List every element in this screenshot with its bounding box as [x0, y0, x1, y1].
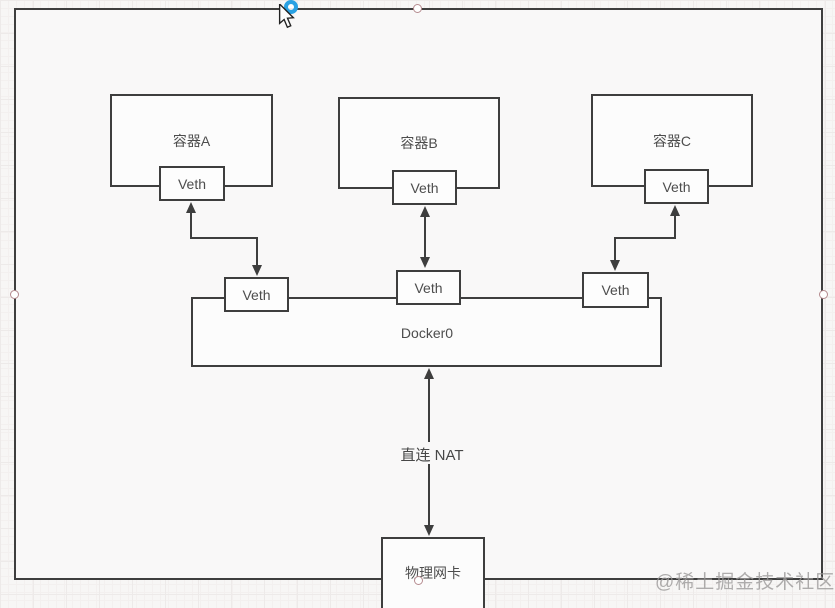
docker0-label: Docker0	[400, 325, 454, 341]
veth-upper-c-label: Veth	[662, 178, 691, 195]
physical-nic-box[interactable]: 物理网卡	[381, 537, 485, 608]
mouse-cursor-icon	[278, 4, 295, 29]
veth-lower-c-label: Veth	[601, 282, 630, 298]
container-a-label: 容器A	[172, 132, 211, 149]
resize-handle-bottom[interactable]	[414, 576, 423, 585]
veth-upper-a-box[interactable]: Veth	[159, 166, 225, 201]
veth-lower-a-label: Veth	[242, 286, 271, 303]
container-b-label: 容器B	[400, 135, 438, 151]
resize-handle-left[interactable]	[10, 290, 19, 299]
watermark-text: @稀土掘金技术社区	[655, 572, 835, 593]
veth-upper-a-label: Veth	[177, 175, 207, 192]
docker0-bridge-box[interactable]	[191, 297, 662, 367]
resize-handle-right[interactable]	[819, 290, 828, 299]
veth-upper-b-box[interactable]: Veth	[392, 170, 457, 205]
veth-lower-c-box[interactable]: Veth	[582, 272, 649, 308]
veth-lower-b-box[interactable]: Veth	[396, 270, 461, 305]
nat-edge-label: 直连 NAT	[400, 447, 464, 464]
container-c-label: 容器C	[652, 132, 692, 149]
veth-upper-b-label: Veth	[410, 179, 439, 196]
veth-lower-b-label: Veth	[414, 279, 443, 296]
connection-point-indicator[interactable]	[284, 0, 298, 14]
resize-handle-top[interactable]	[413, 4, 422, 13]
veth-lower-a-box[interactable]: Veth	[224, 277, 289, 312]
veth-upper-c-box[interactable]: Veth	[644, 169, 709, 204]
